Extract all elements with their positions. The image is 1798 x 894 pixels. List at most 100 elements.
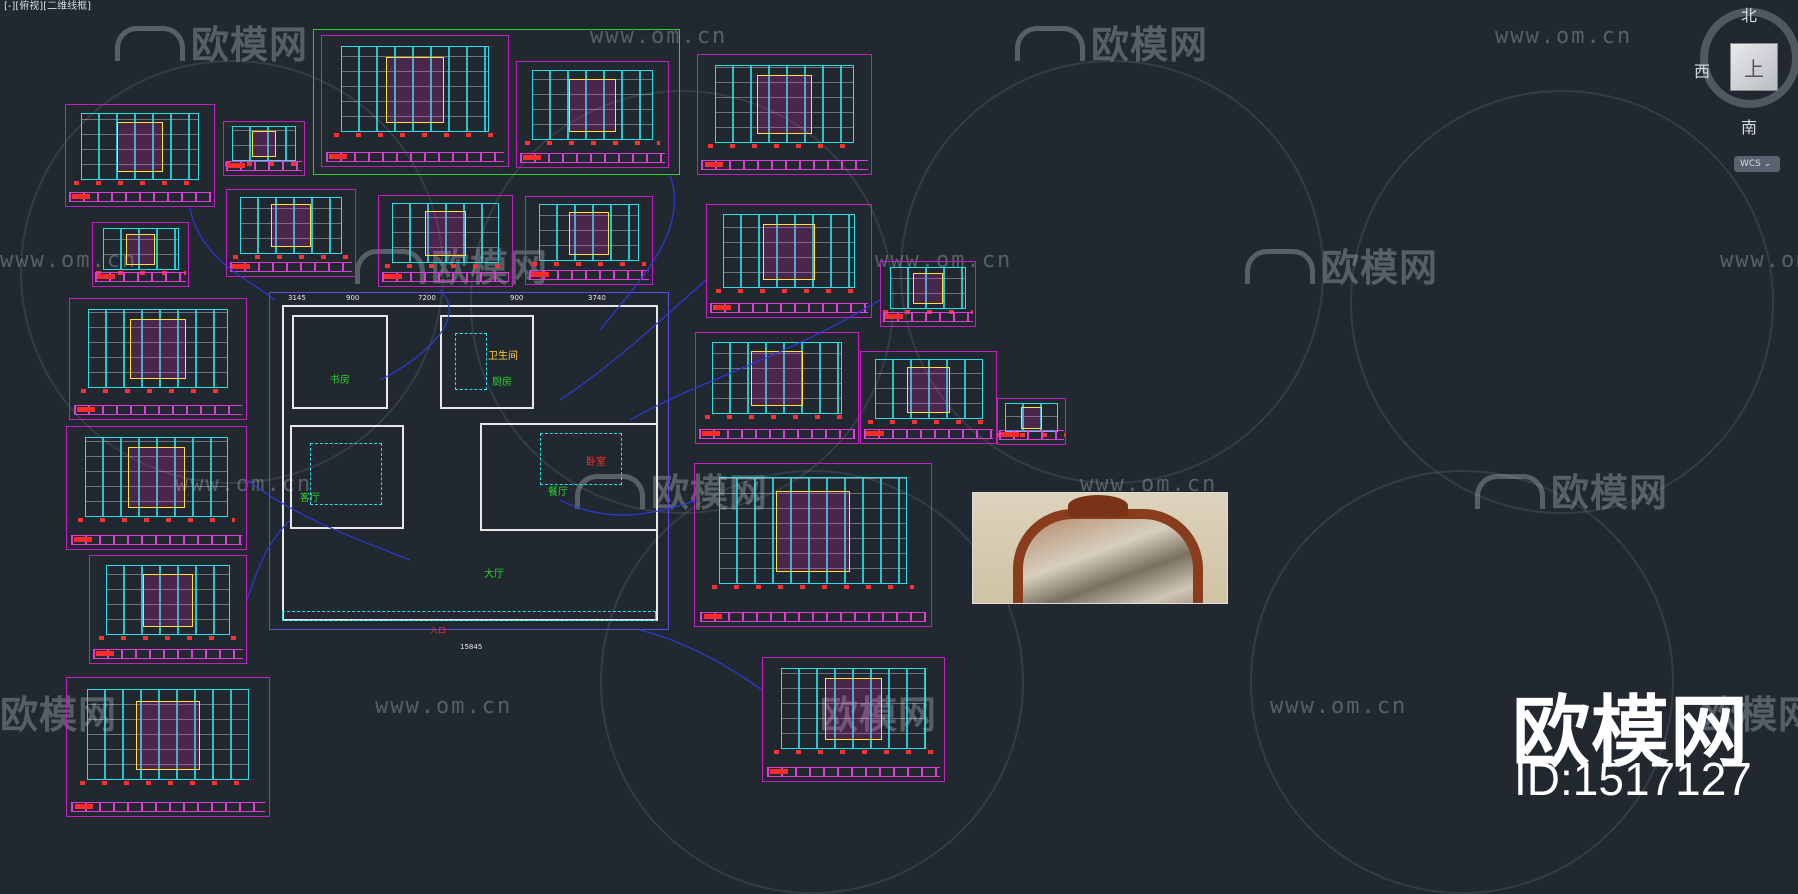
sheet-titleblock bbox=[94, 272, 187, 282]
sheet-titleblock bbox=[766, 767, 941, 777]
plan-bedroom bbox=[480, 423, 658, 531]
plan-furniture-outline bbox=[310, 443, 382, 505]
plan-dimension: 7200 bbox=[418, 294, 436, 302]
leader-line bbox=[246, 519, 291, 601]
model-id: ID:1517127 bbox=[1514, 753, 1752, 805]
plan-study-room bbox=[292, 315, 388, 409]
elevation-drawing bbox=[385, 203, 507, 269]
drawing-sheet[interactable] bbox=[65, 104, 215, 207]
compass-west[interactable]: 西 bbox=[1694, 62, 1711, 81]
sheet-titleblock bbox=[225, 161, 303, 171]
leader-line bbox=[559, 499, 698, 516]
sheet-titleblock bbox=[699, 429, 855, 439]
sheet-titleblock bbox=[701, 160, 868, 170]
drawing-sheet[interactable] bbox=[697, 54, 872, 175]
drawing-sheet[interactable] bbox=[226, 189, 356, 277]
sheet-titleblock bbox=[73, 405, 243, 415]
elevation-drawing bbox=[867, 359, 990, 425]
elevation-drawing bbox=[73, 113, 207, 185]
leader-line bbox=[629, 299, 881, 421]
plan-window-row bbox=[282, 611, 656, 621]
viewcube[interactable]: 北 西 南 上 WCS ⌄ bbox=[1694, 6, 1798, 172]
leader-line bbox=[599, 174, 676, 331]
plan-dimension: 15845 bbox=[460, 643, 483, 651]
sheet-titleblock bbox=[93, 649, 243, 659]
elevation-drawing bbox=[531, 203, 647, 267]
drawing-sheet[interactable] bbox=[997, 398, 1066, 445]
plan-bathroom bbox=[440, 315, 534, 409]
elevation-drawing bbox=[716, 213, 862, 293]
elevation-drawing bbox=[98, 564, 238, 640]
floor-plan[interactable]: 3145 900 7200 900 3740 15845 书房 卫生间 厨房 客… bbox=[269, 292, 669, 651]
sheet-titleblock bbox=[710, 303, 868, 313]
room-label: 餐厅 bbox=[548, 487, 568, 498]
drawing-sheet[interactable] bbox=[880, 261, 976, 327]
viewcube-top-face[interactable]: 上 bbox=[1730, 43, 1778, 91]
compass-north[interactable]: 北 bbox=[1741, 6, 1758, 25]
selection-frame bbox=[313, 29, 680, 175]
sheet-titleblock bbox=[699, 612, 927, 622]
drawing-sheet[interactable] bbox=[694, 463, 932, 627]
sheet-titleblock bbox=[229, 262, 353, 272]
plan-dimension: 900 bbox=[510, 294, 524, 302]
sheet-titleblock bbox=[70, 535, 243, 545]
sheet-titleblock bbox=[528, 270, 650, 280]
drawing-sheet[interactable] bbox=[92, 222, 189, 287]
ceiling-plan-drawing bbox=[80, 689, 256, 786]
compass-south[interactable]: 南 bbox=[1741, 118, 1758, 137]
elevation-drawing bbox=[77, 436, 236, 522]
drawing-sheet[interactable] bbox=[321, 35, 509, 167]
plan-dimension: 3740 bbox=[588, 294, 606, 302]
elevation-drawing bbox=[711, 476, 915, 589]
elevation-drawing bbox=[525, 70, 660, 146]
brand-logo: 欧模网 bbox=[1512, 688, 1750, 778]
sheet-titleblock bbox=[71, 802, 265, 812]
drawing-sheet[interactable] bbox=[516, 61, 669, 168]
room-label: 卧室 bbox=[586, 457, 606, 468]
drawing-sheet[interactable] bbox=[762, 657, 945, 782]
leader-line bbox=[246, 479, 411, 561]
leader-line bbox=[559, 279, 707, 401]
drawing-sheet[interactable] bbox=[89, 555, 247, 664]
room-label: 大厅 bbox=[484, 569, 504, 580]
plan-furniture-outline bbox=[540, 433, 622, 485]
room-label: 书房 bbox=[330, 375, 350, 386]
elevation-drawing bbox=[708, 64, 862, 148]
compass-ring[interactable] bbox=[1700, 8, 1798, 108]
drawing-sheet[interactable] bbox=[66, 677, 270, 817]
leader-line bbox=[639, 629, 763, 691]
sheet-titleblock bbox=[882, 312, 974, 322]
leader-line bbox=[189, 207, 276, 301]
drawing-sheet[interactable] bbox=[69, 298, 247, 420]
drawing-sheet[interactable] bbox=[223, 121, 305, 176]
leader-lines bbox=[189, 174, 881, 691]
drawing-sheet[interactable] bbox=[378, 195, 513, 287]
room-label: 厨房 bbox=[492, 377, 512, 388]
room-label: 入口 bbox=[430, 626, 446, 635]
viewport-controls-label[interactable]: [-][俯视][二维线框] bbox=[4, 1, 92, 12]
carved-crest-image bbox=[1068, 495, 1128, 517]
elevation-drawing bbox=[80, 308, 236, 394]
plan-furniture-outline bbox=[455, 333, 487, 390]
drawing-sheet[interactable] bbox=[525, 196, 653, 285]
plan-living-room bbox=[290, 425, 404, 529]
plan-dimension: 900 bbox=[346, 294, 360, 302]
drawing-sheet[interactable] bbox=[66, 426, 247, 550]
elevation-drawing bbox=[232, 196, 350, 259]
sheet-titleblock bbox=[68, 192, 212, 202]
plan-dimension: 3145 bbox=[288, 294, 306, 302]
drawing-sheet[interactable] bbox=[860, 351, 997, 444]
mirror-frame-image bbox=[1013, 509, 1203, 603]
reference-photo[interactable] bbox=[972, 492, 1228, 604]
sheet-titleblock bbox=[863, 429, 994, 439]
room-label: 客厅 bbox=[300, 493, 320, 504]
sheet-titleblock bbox=[520, 153, 665, 163]
room-label: 卫生间 bbox=[488, 351, 518, 362]
sheet-titleblock bbox=[381, 272, 510, 282]
wcs-menu-button[interactable]: WCS ⌄ bbox=[1734, 156, 1780, 172]
leader-line bbox=[379, 289, 450, 381]
arch-elevation-drawing bbox=[774, 667, 933, 755]
drawing-sheet[interactable] bbox=[706, 204, 872, 318]
elevation-drawing bbox=[333, 46, 497, 138]
